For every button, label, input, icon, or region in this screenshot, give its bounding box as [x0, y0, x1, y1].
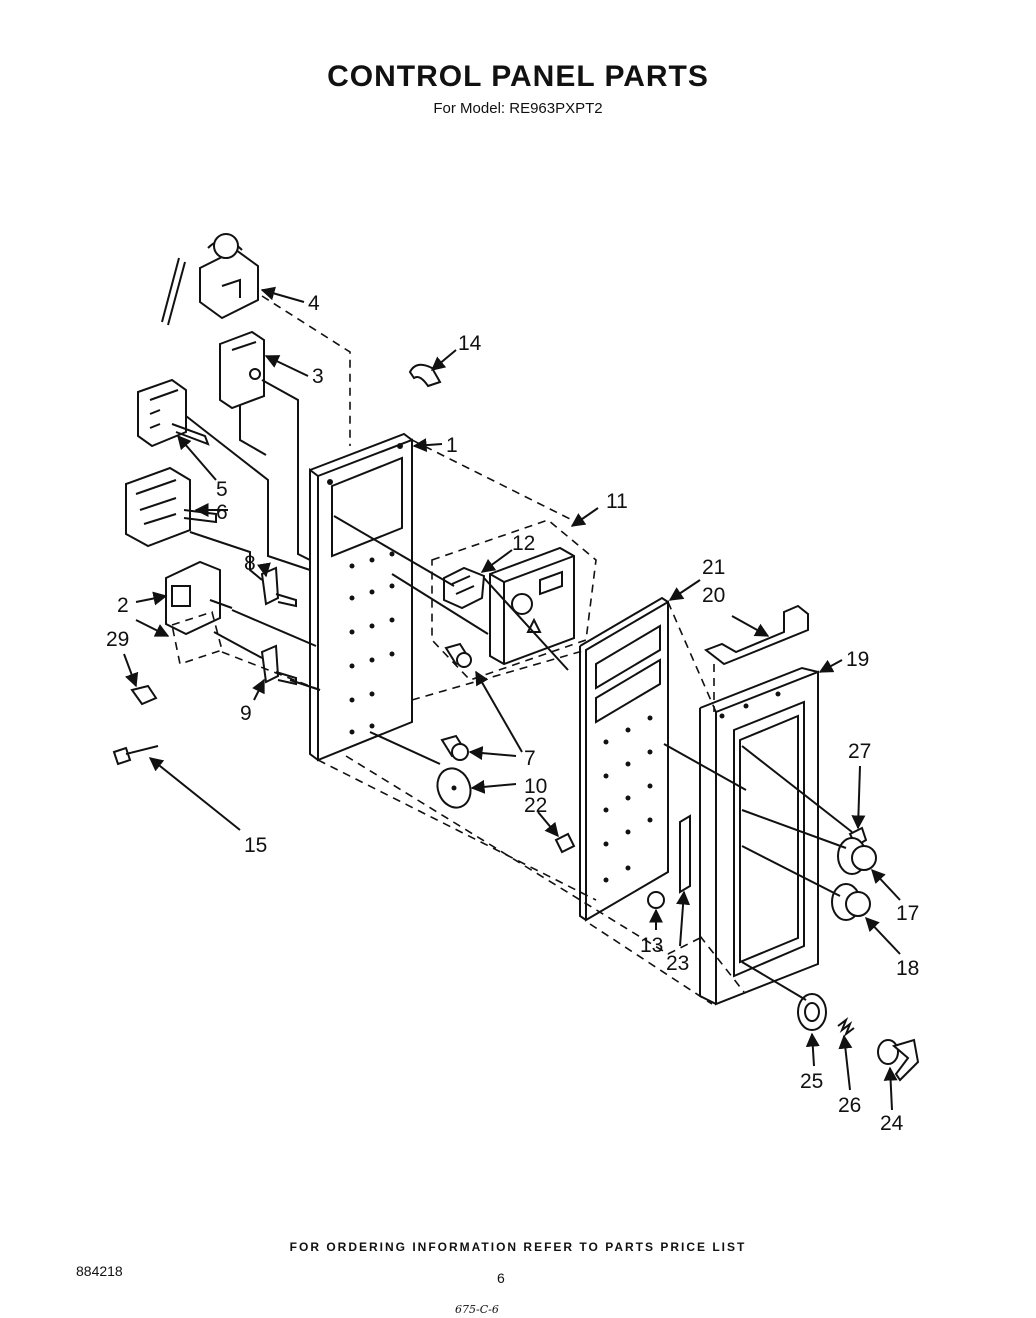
- part-29-clip: [130, 684, 158, 706]
- callout-17: 17: [896, 902, 919, 925]
- callout-12: 12: [512, 532, 535, 555]
- part-22-clip: [554, 832, 576, 854]
- callout-20: 20: [702, 584, 725, 607]
- model-subtitle: For Model: RE963PXPT2: [433, 100, 603, 117]
- part-7-post-lower: [440, 734, 469, 761]
- part-2-knob: [165, 560, 233, 666]
- callout-11: 11: [606, 490, 628, 513]
- part-20-bracket: [703, 604, 809, 666]
- part-21-front-plate: [579, 596, 669, 922]
- part-13-button: [647, 891, 665, 909]
- callout-2: 2: [117, 594, 129, 617]
- callout-19: 19: [846, 648, 869, 671]
- callout-10: 10: [524, 775, 547, 798]
- ordering-note: FOR ORDERING INFORMATION REFER TO PARTS …: [289, 1240, 747, 1254]
- part-17-knob: [837, 837, 877, 875]
- callout-1: 1: [446, 434, 458, 457]
- callout-22: 22: [524, 794, 547, 817]
- part-23-strip: [679, 814, 691, 894]
- part-7-post-upper: [444, 642, 472, 668]
- callout-29: 29: [106, 628, 129, 651]
- document-id: 884218: [76, 1263, 123, 1279]
- callout-5: 5: [216, 478, 228, 501]
- callout-9: 9: [240, 702, 252, 725]
- part-15-rod: [112, 745, 159, 766]
- part-18-knob: [831, 883, 871, 921]
- part-4-timer-motor: [161, 233, 259, 326]
- callout-leaders: [123, 286, 901, 1111]
- part-12-switch: [443, 566, 486, 610]
- part-25-knob-base: [797, 993, 827, 1031]
- part-1-panel-bracket: [309, 432, 413, 762]
- callout-3: 3: [312, 365, 324, 388]
- callout-13: 13: [640, 934, 663, 957]
- callout-21: 21: [702, 556, 725, 579]
- callout-8: 8: [244, 552, 256, 575]
- page-title: CONTROL PANEL PARTS: [327, 60, 709, 93]
- callout-labels: 1 2 3 4 5 6 7 8 9 10 11 12 13 14 15 17 1…: [106, 292, 919, 1135]
- callout-25: 25: [800, 1070, 823, 1093]
- callout-24: 24: [880, 1112, 904, 1135]
- callout-23: 23: [666, 952, 689, 975]
- part-10-disc: [436, 767, 472, 809]
- part-3-switch: [219, 330, 267, 456]
- part-26-spring: [837, 1017, 855, 1037]
- callout-4: 4: [308, 292, 320, 315]
- part-5-switch: [137, 378, 210, 448]
- callout-15: 15: [244, 834, 267, 857]
- callout-6: 6: [216, 501, 228, 524]
- part-6-switch: [125, 466, 217, 548]
- callout-14: 14: [458, 332, 482, 355]
- part-11-display-module: [431, 519, 597, 681]
- part-8-switch: [260, 566, 297, 608]
- part-19-bezel-frame: [699, 666, 819, 1006]
- reference-code: 675-C-6: [455, 1303, 499, 1316]
- callout-18: 18: [896, 957, 919, 980]
- callout-7: 7: [524, 747, 536, 770]
- part-24-knob: [877, 1038, 920, 1082]
- callout-26: 26: [838, 1094, 861, 1117]
- callout-27: 27: [848, 740, 871, 763]
- assembly-lines: [185, 295, 853, 1005]
- page-number: 6: [497, 1270, 505, 1286]
